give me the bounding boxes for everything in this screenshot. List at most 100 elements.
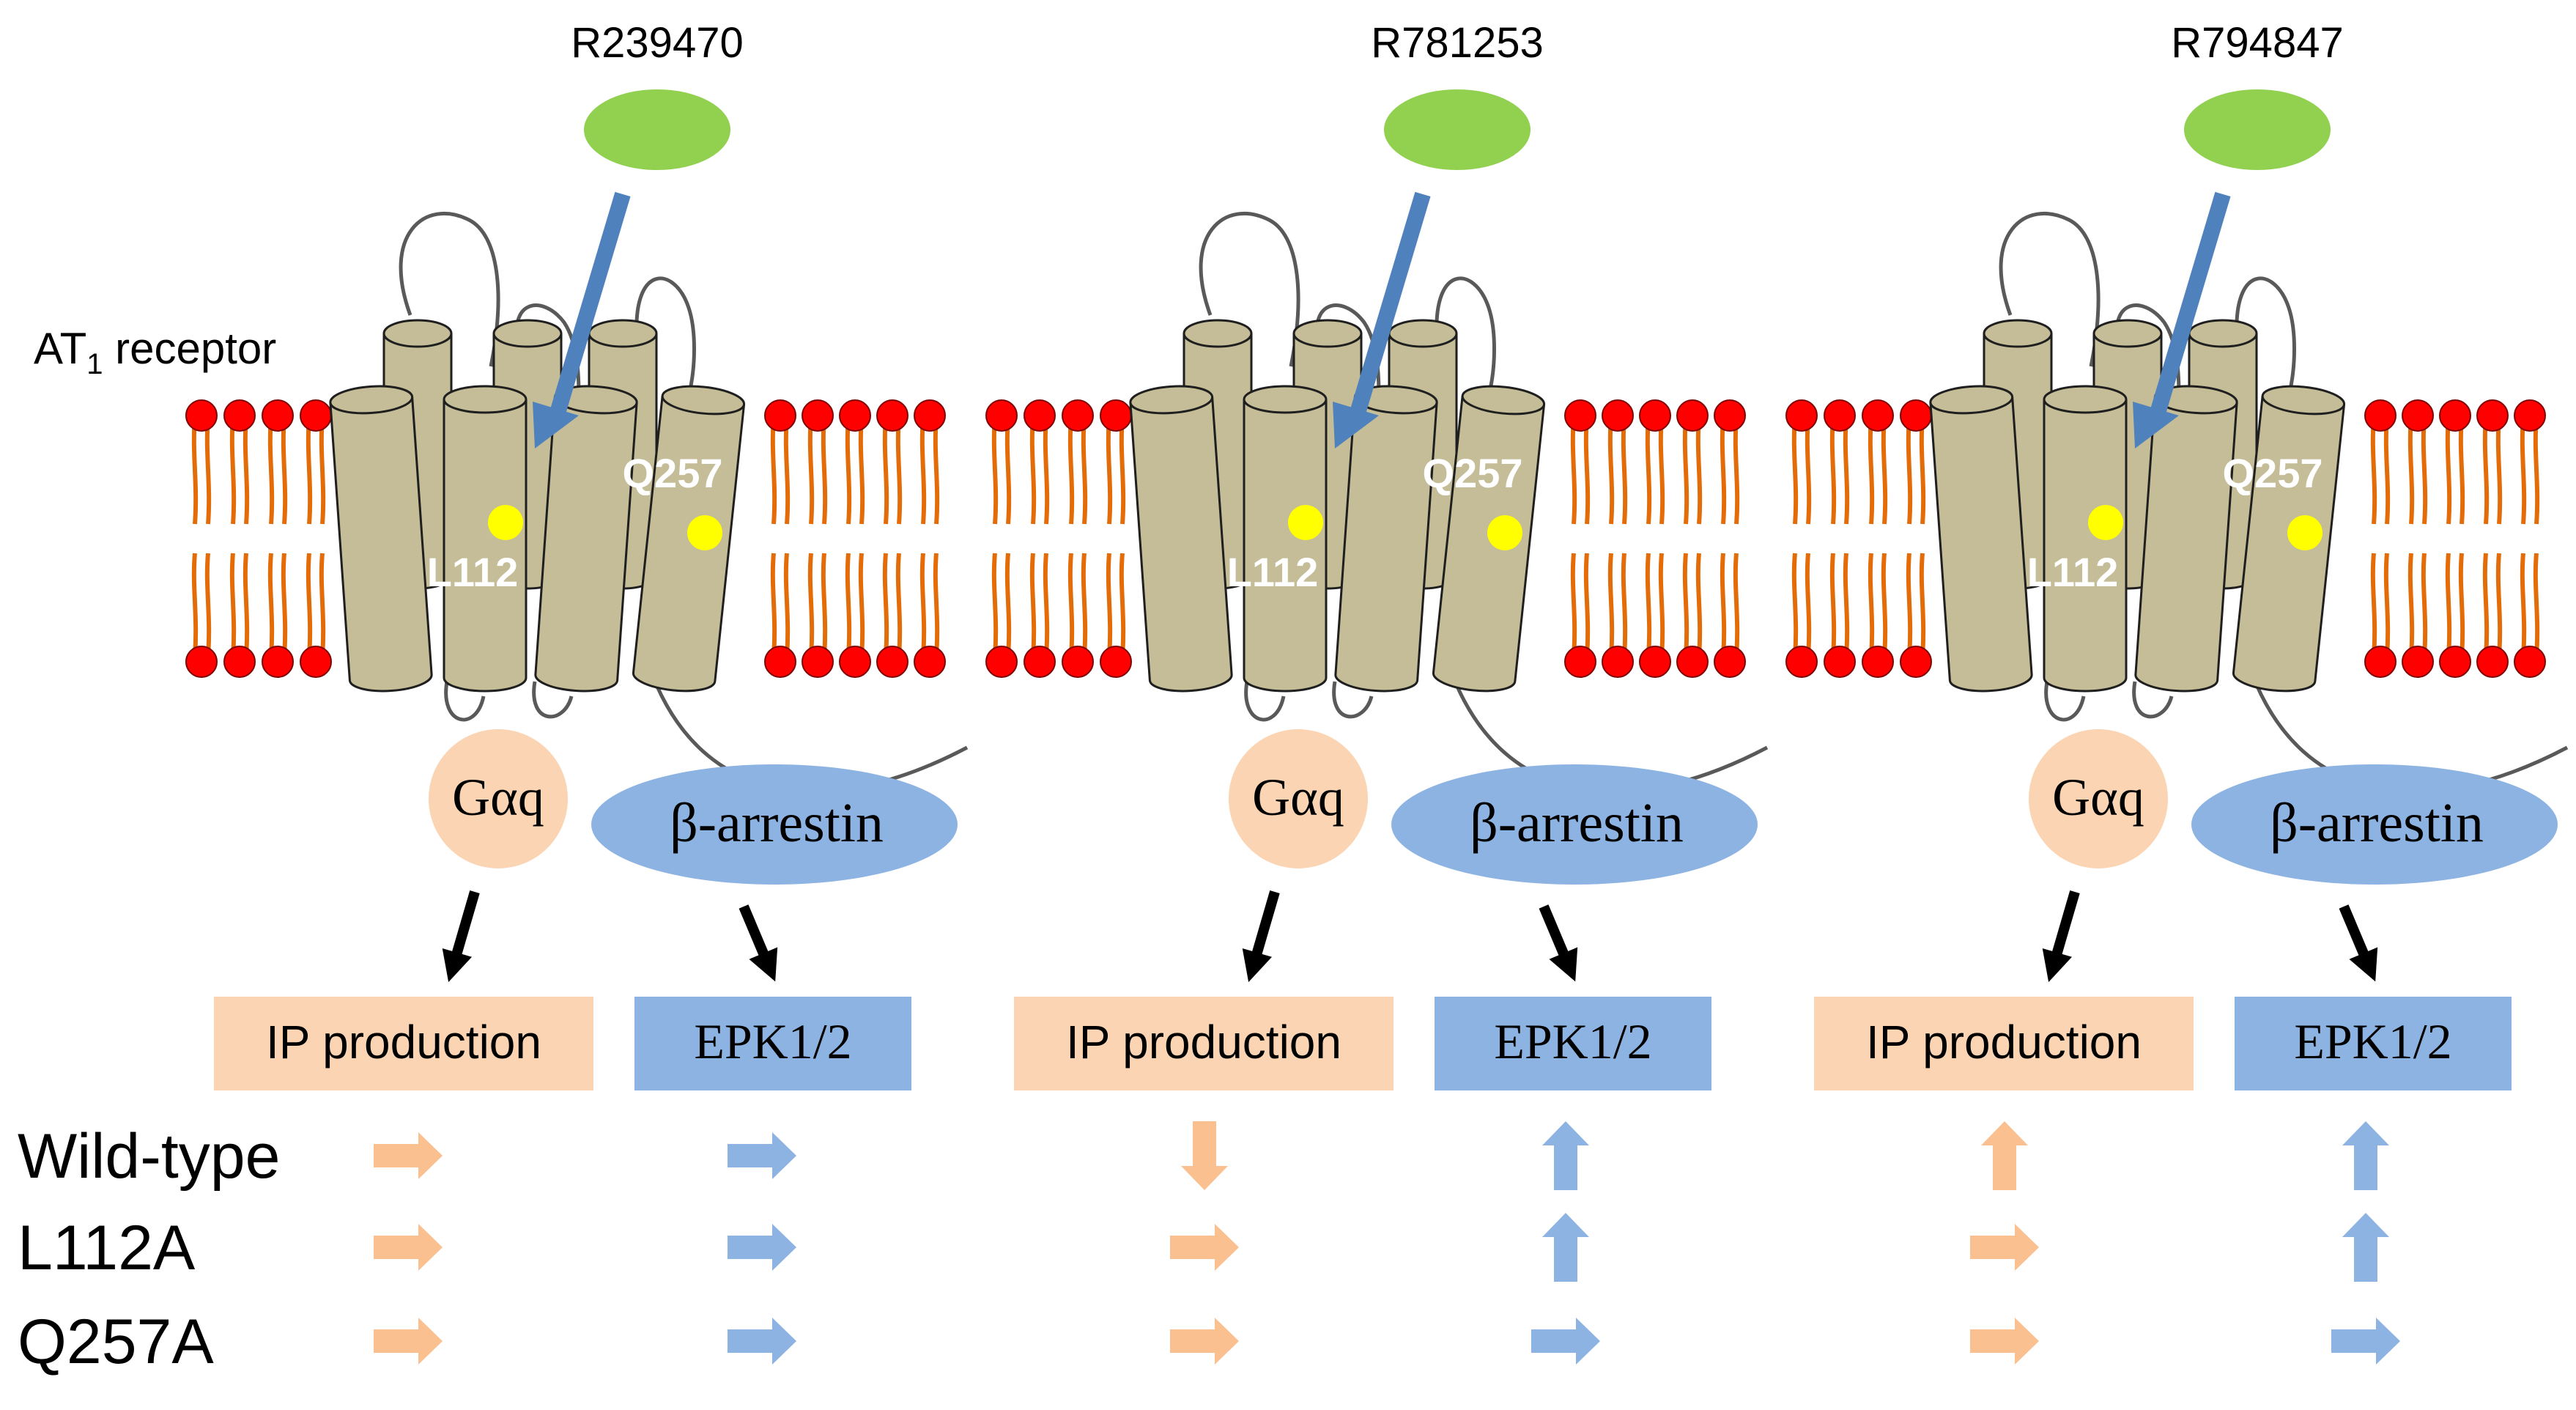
ip-effect-l112a-arrow bbox=[374, 1224, 443, 1271]
gprotein-label: Gαq bbox=[1252, 768, 1344, 827]
panel-1-lipid-head-upper bbox=[764, 399, 796, 432]
panel-3-helix-cap bbox=[1929, 385, 2014, 415]
arrestin-ellipse bbox=[2191, 764, 2558, 885]
epk-effect-l112a-arrow bbox=[2342, 1213, 2389, 1282]
ip-effect-l112a-arrow-shape bbox=[1970, 1224, 2039, 1271]
panel-2-lipid-tail-lower bbox=[1720, 553, 1740, 657]
intracellular-loop-2 bbox=[1332, 681, 1374, 719]
arrestin-signal-arrow bbox=[739, 904, 778, 982]
panel-3-lipid-tail-upper bbox=[2520, 417, 2540, 525]
panel-2-lipid-tail-upper bbox=[1645, 417, 1665, 525]
receptor-label-subscript: 1 bbox=[86, 348, 103, 380]
epk-effect-l112a-arrow bbox=[1542, 1213, 1589, 1282]
panel-3-lipid-head-upper bbox=[2439, 399, 2471, 432]
epk-effect-l112a-arrow-shape bbox=[728, 1224, 796, 1271]
epk-effect-l112a-arrow bbox=[728, 1224, 796, 1271]
panel-1-lipid-tail-upper bbox=[191, 417, 212, 525]
epk-effect-q257a-arrow bbox=[728, 1318, 796, 1365]
arrestin-ellipse bbox=[1391, 764, 1758, 885]
panel-2-helix-body bbox=[1243, 399, 1328, 693]
panel-1-lipid-head-upper bbox=[262, 399, 294, 432]
panel-2-helix-cap bbox=[1129, 385, 1214, 415]
panel-2-lipid-tail-upper bbox=[1570, 417, 1591, 525]
panel-1-helix-body bbox=[632, 396, 746, 693]
panel-2-lipid-head-lower bbox=[1024, 646, 1056, 678]
panel-1-helix-cap bbox=[329, 385, 414, 415]
ip-effect-l112a-arrow bbox=[1970, 1224, 2039, 1271]
residue-dot-1 bbox=[488, 505, 523, 540]
panel-2-helix-cap bbox=[1182, 319, 1253, 348]
residue-label-2: Q257 bbox=[2223, 450, 2323, 496]
panel-2-lipid-head-lower bbox=[1676, 646, 1709, 678]
residue-dot-1 bbox=[1288, 505, 1323, 540]
panel-2-lipid-head-lower bbox=[1062, 646, 1094, 678]
residue-label-1: L112 bbox=[427, 549, 519, 595]
panel-1-lipid-head-lower bbox=[300, 646, 332, 678]
gprotein-signal-arrow bbox=[442, 890, 480, 983]
gprotein-label: Gαq bbox=[452, 768, 544, 827]
extracellular-loop-3 bbox=[2235, 276, 2296, 396]
panel-3-lipid-head-upper bbox=[1900, 399, 1932, 432]
panel-1-helix-cap bbox=[443, 385, 528, 414]
residue-dot-2 bbox=[1487, 515, 1522, 550]
epk-effect-wild_type-arrow-shape bbox=[1542, 1121, 1589, 1190]
extracellular-loop-2 bbox=[514, 303, 581, 396]
panel-2-lipid-head-lower bbox=[1100, 646, 1132, 678]
panel-3-lipid-tail-lower bbox=[1906, 553, 1926, 657]
ip-effect-q257a-arrow bbox=[1170, 1318, 1239, 1365]
arrestin-label: β-arrestin bbox=[670, 792, 884, 854]
panel-2-helix-body bbox=[1334, 396, 1438, 693]
panel-3-helix-front-2 bbox=[2043, 385, 2128, 693]
panel-1-lipid-head-lower bbox=[876, 646, 908, 678]
panel-3-lipid-tail-lower bbox=[1868, 553, 1888, 657]
panel-2-lipid-tail-lower bbox=[1607, 553, 1628, 657]
panel-3-helix-body bbox=[2134, 396, 2238, 693]
panel-2-lipid-head-lower bbox=[1602, 646, 1634, 678]
receptor-label-prefix: AT bbox=[34, 324, 86, 373]
panel-1-lipid-head-upper bbox=[185, 399, 218, 432]
panel-3-lipid-head-upper bbox=[1824, 399, 1856, 432]
ligand-name: R794847 bbox=[2171, 19, 2343, 67]
panel-1-lipid-tail-upper bbox=[919, 417, 940, 525]
panel-1-lipid-head-lower bbox=[802, 646, 834, 678]
epk-effect-wild_type-arrow-shape bbox=[2342, 1121, 2389, 1190]
panel-1-lipid-tail-upper bbox=[267, 417, 288, 525]
panel-1-lipid-tail-lower bbox=[807, 553, 828, 657]
ip-effect-l112a-arrow-shape bbox=[374, 1224, 443, 1271]
panel-2-lipid-tail-lower bbox=[1645, 553, 1665, 657]
panel-2-lipid-head-upper bbox=[1714, 399, 1746, 432]
panel-2-lipid-tail-lower bbox=[1570, 553, 1591, 657]
panel-3-helix-cap bbox=[1983, 319, 2053, 348]
ligand-binding-arrow-shaft bbox=[550, 191, 631, 413]
panel-1-lipid-tail-upper bbox=[845, 417, 865, 525]
panel-1-helix-body bbox=[329, 396, 433, 693]
epk-box bbox=[634, 997, 911, 1090]
panel-3-helix-cap bbox=[2188, 319, 2258, 348]
extracellular-loop-2 bbox=[1314, 303, 1381, 396]
ip-production-box bbox=[214, 997, 593, 1090]
panel-2-helix-cap bbox=[1292, 319, 1363, 348]
ligand-binding-arrow-shaft bbox=[2150, 191, 2231, 413]
panel-1-lipid-head-upper bbox=[839, 399, 871, 432]
ip-production-label: IP production bbox=[266, 1016, 541, 1068]
panel-3-lipid-head-lower bbox=[2514, 646, 2546, 678]
ligand-name: R781253 bbox=[1371, 19, 1543, 67]
panel-3-lipid-head-upper bbox=[1862, 399, 1894, 432]
ip-effect-q257a-arrow-shape bbox=[1970, 1318, 2039, 1365]
panel-2-helix-front-4 bbox=[1432, 385, 1546, 693]
panel-1-lipid-tail-upper bbox=[306, 417, 326, 525]
panel-2-lipid-head-upper bbox=[1639, 399, 1671, 432]
panel-1-lipid-tail-lower bbox=[229, 553, 250, 657]
panel-2-lipid-head-upper bbox=[1676, 399, 1709, 432]
panel-3-helix-front-4 bbox=[2232, 385, 2346, 693]
epk-effect-q257a-arrow bbox=[1531, 1318, 1600, 1365]
panel-2-helix-body bbox=[1432, 396, 1546, 693]
row-label-l112a: L112A bbox=[18, 1213, 196, 1283]
ligand-name: R239470 bbox=[571, 19, 743, 67]
panel-3-lipid-tail-lower bbox=[2520, 553, 2540, 657]
panel-3-lipid-head-upper bbox=[2402, 399, 2434, 432]
ip-production-box bbox=[1814, 997, 2194, 1090]
panel-3-lipid-head-lower bbox=[1862, 646, 1894, 678]
panel-2-helix-cap bbox=[1388, 319, 1458, 348]
